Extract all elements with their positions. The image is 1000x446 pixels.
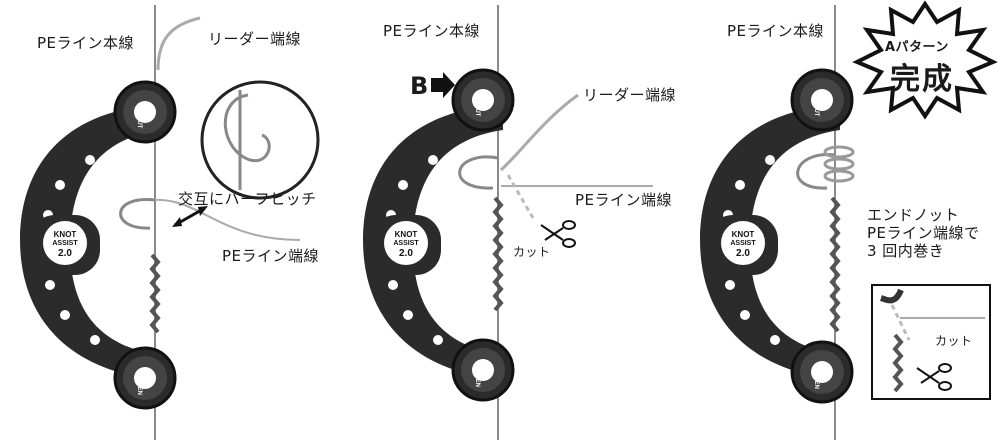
label-three-wraps: 3 回内巻き (867, 242, 945, 260)
panel-step-3: KNOT ASSIST 2.0 SHUT OPEN PEライン本線 Aパターン … (667, 0, 1000, 446)
svg-text:KNOT: KNOT (395, 230, 418, 239)
end-knot-coils (823, 145, 855, 183)
inset-device-edge (879, 288, 904, 304)
label-pe-end-wrap: PEライン端線で (867, 224, 980, 242)
scissors-icon (916, 363, 952, 391)
complete-burst-badge (852, 0, 998, 120)
label-end-knot: エンドノット (867, 206, 960, 224)
fg-knot-wraps (829, 196, 841, 333)
label-pe-end: PEライン端線 (575, 191, 673, 209)
svg-text:OPEN: OPEN (474, 370, 480, 387)
cut-guide (506, 174, 535, 219)
label-cut: カット (935, 334, 973, 348)
svg-text:ASSIST: ASSIST (730, 240, 756, 247)
panel-3-drawing: KNOT ASSIST 2.0 SHUT OPEN (700, 0, 998, 440)
knot-assist-device: KNOT ASSIST 2.0 SHUT OPEN (700, 68, 854, 404)
svg-text:OPEN: OPEN (136, 378, 142, 395)
inset-cut-guide (890, 304, 911, 341)
label-pe-main-line: PEライン本線 (727, 22, 825, 40)
label-complete: 完成 (890, 62, 954, 97)
scissors-icon (540, 220, 576, 248)
label-pattern-a: Aパターン (885, 40, 949, 55)
knot-assist-device: KNOT ASSIST 2.0 SHUT OPEN (363, 68, 515, 402)
leader-loop (796, 153, 836, 190)
svg-text:2.0: 2.0 (736, 248, 750, 259)
label-pe-main-line: PEライン本線 (37, 34, 135, 52)
leader-end-line (499, 93, 579, 172)
inset-knot (892, 333, 904, 393)
svg-text:ASSIST: ASSIST (393, 240, 419, 247)
label-alternate-hitch: 交互にハーフヒッチ (178, 190, 317, 208)
svg-text:SHUT: SHUT (136, 112, 142, 129)
fg-knot-wraps (149, 253, 161, 334)
svg-text:SHUT: SHUT (474, 100, 480, 117)
panel-2-drawing: KNOT ASSIST 2.0 SHUT OPEN (363, 5, 653, 440)
leader-loop (458, 155, 499, 190)
label-pe-main-line: PEライン本線 (383, 22, 481, 40)
inset-cut-box (871, 284, 991, 400)
magnifier-circle (200, 80, 320, 200)
svg-text:2.0: 2.0 (58, 248, 72, 259)
label-pe-end: PEライン端線 (222, 247, 320, 265)
leader-loop (119, 198, 156, 230)
panel-1-drawing: KNOT ASSIST 2.0 SHUT OPEN (20, 5, 320, 440)
magnified-hitch (223, 90, 271, 190)
label-leader-end: リーダー端線 (208, 30, 302, 48)
svg-text:SHUT: SHUT (813, 100, 819, 117)
svg-text:OPEN: OPEN (813, 372, 819, 389)
arrow-right-icon (431, 72, 455, 98)
label-b-marker: B (410, 72, 429, 100)
svg-text:KNOT: KNOT (732, 230, 755, 239)
leader-end-line (156, 16, 201, 71)
svg-text:2.0: 2.0 (399, 248, 413, 259)
knot-assist-device: KNOT ASSIST 2.0 SHUT OPEN (20, 80, 177, 410)
label-leader-end: リーダー端線 (583, 86, 677, 104)
svg-text:ASSIST: ASSIST (52, 240, 78, 247)
panel-step-1: KNOT ASSIST 2.0 SHUT OPEN PEライン本線 リーダー端線… (0, 0, 333, 446)
panel-step-2: KNOT ASSIST 2.0 SHUT OPEN PEライン本線 B リーダー… (333, 0, 676, 446)
label-cut: カット (513, 245, 551, 259)
svg-text:KNOT: KNOT (54, 230, 77, 239)
pe-end-line (154, 198, 301, 241)
fg-knot-wraps (492, 196, 504, 312)
